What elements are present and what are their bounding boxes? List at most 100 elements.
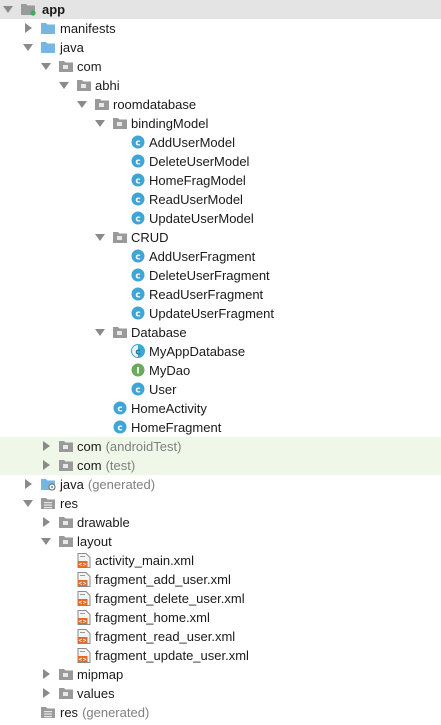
tree-row-user[interactable]: c User (0, 380, 441, 399)
chevron-down-icon[interactable] (2, 0, 14, 19)
svg-text:<>: <> (78, 657, 86, 663)
tree-row-deleteuserfragment[interactable]: c DeleteUserFragment (0, 266, 441, 285)
chevron-down-icon[interactable] (94, 228, 106, 247)
tree-row-myappdatabase[interactable]: c MyAppDatabase (0, 342, 441, 361)
svg-text:<>: <> (78, 562, 86, 568)
tree-item-label: values (77, 686, 115, 701)
tree-row-res-generated[interactable]: res(generated) (0, 703, 441, 722)
tree-row-homefragment[interactable]: c HomeFragment (0, 418, 441, 437)
svg-text:c: c (135, 386, 140, 396)
class-icon: c (131, 380, 147, 399)
svg-text:c: c (117, 405, 122, 415)
tree-row-mipmap[interactable]: mipmap (0, 665, 441, 684)
tree-row-java[interactable]: java (0, 38, 441, 57)
tree-row-fragment-add-user-xml[interactable]: <> fragment_add_user.xml (0, 570, 441, 589)
tree-item-suffix: (androidTest) (105, 439, 182, 454)
layout-xml-icon: <> (77, 570, 93, 589)
class-icon: c (131, 171, 147, 190)
tree-item-name: res (60, 705, 79, 720)
tree-item-label: res(generated) (60, 703, 149, 722)
chevron-right-icon[interactable] (40, 684, 52, 703)
svg-text:c: c (135, 196, 140, 206)
package-icon (58, 57, 74, 76)
svg-text:c: c (135, 177, 140, 187)
chevron-down-icon[interactable] (22, 38, 34, 57)
tree-row-drawable[interactable]: drawable (0, 513, 441, 532)
chevron-down-icon[interactable] (94, 114, 106, 133)
chevron-down-icon[interactable] (76, 95, 88, 114)
tree-row-updateusermodel[interactable]: c UpdateUserModel (0, 209, 441, 228)
svg-text:c: c (135, 253, 140, 263)
tree-row-abhi[interactable]: abhi (0, 76, 441, 95)
class-icon: c (131, 209, 147, 228)
chevron-right-icon[interactable] (22, 19, 34, 38)
tree-item-suffix: (generated) (82, 705, 150, 720)
tree-row-fragment-update-user-xml[interactable]: <> fragment_update_user.xml (0, 646, 441, 665)
tree-row-readuserfragment[interactable]: c ReadUserFragment (0, 285, 441, 304)
package-icon (94, 95, 110, 114)
class-icon: c (113, 399, 129, 418)
class-icon: c (131, 152, 147, 171)
chevron-right-icon[interactable] (40, 513, 52, 532)
tree-row-com[interactable]: com (0, 57, 441, 76)
tree-item-label: java (60, 40, 84, 55)
svg-text:c: c (135, 139, 140, 149)
layout-xml-icon: <> (77, 551, 93, 570)
class-icon: c (131, 190, 147, 209)
chevron-right-icon[interactable] (40, 456, 52, 475)
tree-item-label: mipmap (77, 667, 124, 682)
tree-item-label: fragment_update_user.xml (95, 648, 249, 663)
tree-row-activity-main-xml[interactable]: <> activity_main.xml (0, 551, 441, 570)
chevron-down-icon[interactable] (40, 57, 52, 76)
chevron-down-icon[interactable] (94, 323, 106, 342)
tree-row-roomdatabase[interactable]: roomdatabase (0, 95, 441, 114)
package-icon (58, 456, 74, 475)
package-icon (112, 323, 128, 342)
chevron-right-icon[interactable] (40, 665, 52, 684)
class-icon: c (131, 133, 147, 152)
tree-item-label: Database (131, 325, 187, 340)
svg-text:I: I (136, 367, 139, 377)
tree-item-name: com (77, 439, 102, 454)
svg-text:c: c (135, 272, 140, 282)
tree-row-res[interactable]: res (0, 494, 441, 513)
chevron-down-icon[interactable] (58, 76, 70, 95)
tree-item-label: manifests (60, 21, 116, 36)
tree-row-java-generated[interactable]: java(generated) (0, 475, 441, 494)
chevron-right-icon[interactable] (22, 475, 34, 494)
svg-text:c: c (117, 424, 122, 434)
chevron-down-icon[interactable] (40, 532, 52, 551)
tree-row-database[interactable]: Database (0, 323, 441, 342)
tree-row-homefragmodel[interactable]: c HomeFragModel (0, 171, 441, 190)
tree-row-addusermodel[interactable]: c AddUserModel (0, 133, 441, 152)
tree-row-values[interactable]: values (0, 684, 441, 703)
tree-row-fragment-home-xml[interactable]: <> fragment_home.xml (0, 608, 441, 627)
layout-xml-icon: <> (77, 627, 93, 646)
tree-row-deleteusermodel[interactable]: c DeleteUserModel (0, 152, 441, 171)
tree-row-app[interactable]: app (0, 0, 441, 19)
chevron-right-icon[interactable] (40, 437, 52, 456)
tree-row-adduserfragment[interactable]: c AddUserFragment (0, 247, 441, 266)
tree-row-homeactivity[interactable]: c HomeActivity (0, 399, 441, 418)
tree-row-crud[interactable]: CRUD (0, 228, 441, 247)
tree-row-com-androidtest[interactable]: com(androidTest) (0, 437, 441, 456)
tree-item-label: HomeFragment (131, 420, 222, 435)
folder-icon (40, 38, 56, 57)
tree-item-label: ReadUserFragment (149, 287, 264, 302)
tree-row-bindingmodel[interactable]: bindingModel (0, 114, 441, 133)
svg-text:<>: <> (78, 619, 86, 625)
tree-row-fragment-read-user-xml[interactable]: <> fragment_read_user.xml (0, 627, 441, 646)
package-icon (58, 532, 74, 551)
tree-row-fragment-delete-user-xml[interactable]: <> fragment_delete_user.xml (0, 589, 441, 608)
tree-row-layout[interactable]: layout (0, 532, 441, 551)
tree-item-label: MyDao (149, 363, 191, 378)
tree-row-com-test[interactable]: com(test) (0, 456, 441, 475)
layout-xml-icon: <> (77, 608, 93, 627)
tree-row-manifests[interactable]: manifests (0, 19, 441, 38)
chevron-down-icon[interactable] (22, 494, 34, 513)
tree-row-readusermodel[interactable]: c ReadUserModel (0, 190, 441, 209)
tree-row-mydao[interactable]: I MyDao (0, 361, 441, 380)
layout-xml-icon: <> (77, 589, 93, 608)
tree-row-updateuserfragment[interactable]: c UpdateUserFragment (0, 304, 441, 323)
